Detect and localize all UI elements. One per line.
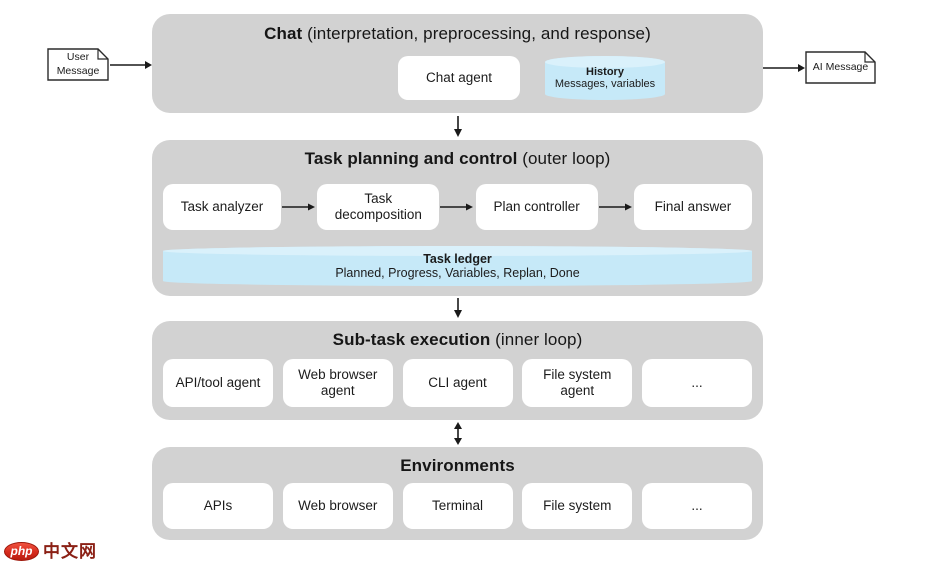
file-system-agent-box[interactable]: File system agent <box>522 359 633 407</box>
environments-boxes-row: APIs Web browser Terminal File system ..… <box>163 483 752 529</box>
planning-title-rest: (outer loop) <box>517 149 611 168</box>
chat-agent-label: Chat agent <box>425 70 493 86</box>
terminal-label: Terminal <box>431 498 483 514</box>
subtask-boxes-row: API/tool agent Web browser agent CLI age… <box>163 359 752 407</box>
web-browser-label: Web browser <box>298 498 378 514</box>
more-environments-box[interactable]: ... <box>642 483 752 529</box>
apis-label: APIs <box>203 498 233 514</box>
task-ledger-subtitle: Planned, Progress, Variables, Replan, Do… <box>335 266 580 280</box>
api-tool-agent-label: API/tool agent <box>175 375 261 391</box>
planning-title: Task planning and control (outer loop) <box>152 140 763 169</box>
task-ledger-title: Task ledger <box>423 252 492 266</box>
cylinder-icon <box>163 246 752 286</box>
file-system-agent-label: File system agent <box>543 367 612 398</box>
terminal-box[interactable]: Terminal <box>402 483 513 529</box>
task-decomposition-box[interactable]: Task decomposition <box>317 184 440 230</box>
php-logo-icon: php <box>4 542 39 561</box>
task-ledger-store[interactable]: Task ledger Planned, Progress, Variables… <box>163 246 752 286</box>
file-system-label: File system <box>543 498 612 514</box>
history-store[interactable]: History Messages, variables <box>545 56 665 100</box>
final-answer-label: Final answer <box>654 199 732 215</box>
plan-controller-box[interactable]: Plan controller <box>475 184 598 230</box>
task-analyzer-label: Task analyzer <box>180 199 264 215</box>
cli-agent-label: CLI agent <box>428 375 487 391</box>
subtask-env-double-arrow <box>454 422 462 445</box>
user-message-note[interactable]: User Message <box>47 48 109 81</box>
web-browser-agent-label: Web browser agent <box>298 367 378 398</box>
right-arrow-icon <box>598 203 632 211</box>
php-logo-text: php <box>10 544 33 558</box>
environments-title-bold: Environments <box>400 456 515 475</box>
note-shape-icon <box>805 51 876 84</box>
plan-controller-label: Plan controller <box>493 199 580 215</box>
cli-agent-box[interactable]: CLI agent <box>402 359 513 407</box>
api-tool-agent-box[interactable]: API/tool agent <box>163 359 273 407</box>
planning-title-bold: Task planning and control <box>304 149 518 168</box>
planning-to-subtask-arrow <box>454 298 462 318</box>
user-to-chat-arrow <box>110 61 152 69</box>
environments-title: Environments <box>152 447 763 476</box>
chat-title-bold: Chat <box>264 24 303 43</box>
chat-to-planning-arrow <box>454 116 462 137</box>
history-subtitle: Messages, variables <box>554 78 656 90</box>
panel-task-planning: Task planning and control (outer loop) T… <box>152 140 763 296</box>
user-message-label: User Message <box>56 50 100 77</box>
web-browser-agent-box[interactable]: Web browser agent <box>282 359 393 407</box>
web-browser-box[interactable]: Web browser <box>282 483 393 529</box>
ai-message-note[interactable]: AI Message <box>805 51 876 84</box>
right-arrow-icon <box>282 203 316 211</box>
php-cn-logo: php 中文网 <box>4 542 97 561</box>
subtask-title-bold: Sub-task execution <box>332 330 491 349</box>
chat-title-rest: (interpretation, preprocessing, and resp… <box>302 24 651 43</box>
apis-box[interactable]: APIs <box>163 483 273 529</box>
planning-boxes-row: Task analyzer Task decomposition Plan co… <box>163 184 752 230</box>
task-analyzer-box[interactable]: Task analyzer <box>163 184 281 230</box>
note-shape-icon <box>47 48 109 81</box>
cylinder-icon <box>545 56 665 100</box>
panel-subtask-execution: Sub-task execution (inner loop) API/tool… <box>152 321 763 420</box>
more-agents-box[interactable]: ... <box>642 359 752 407</box>
panel-chat: Chat (interpretation, preprocessing, and… <box>152 14 763 113</box>
panel-environments: Environments APIs Web browser Terminal F… <box>152 447 763 540</box>
chat-title: Chat (interpretation, preprocessing, and… <box>152 14 763 44</box>
final-answer-box[interactable]: Final answer <box>633 184 752 230</box>
subtask-title: Sub-task execution (inner loop) <box>152 321 763 350</box>
more-agents-label: ... <box>691 375 703 391</box>
task-decomposition-label: Task decomposition <box>334 191 422 222</box>
chat-to-ai-arrow <box>763 64 805 72</box>
php-cn-logo-text: 中文网 <box>43 542 97 561</box>
file-system-box[interactable]: File system <box>522 483 633 529</box>
more-environments-label: ... <box>691 498 703 514</box>
chat-agent-box[interactable]: Chat agent <box>398 56 520 100</box>
subtask-title-rest: (inner loop) <box>490 330 583 349</box>
right-arrow-icon <box>440 203 474 211</box>
ai-message-label: AI Message <box>812 60 869 73</box>
history-title: History <box>586 66 624 78</box>
